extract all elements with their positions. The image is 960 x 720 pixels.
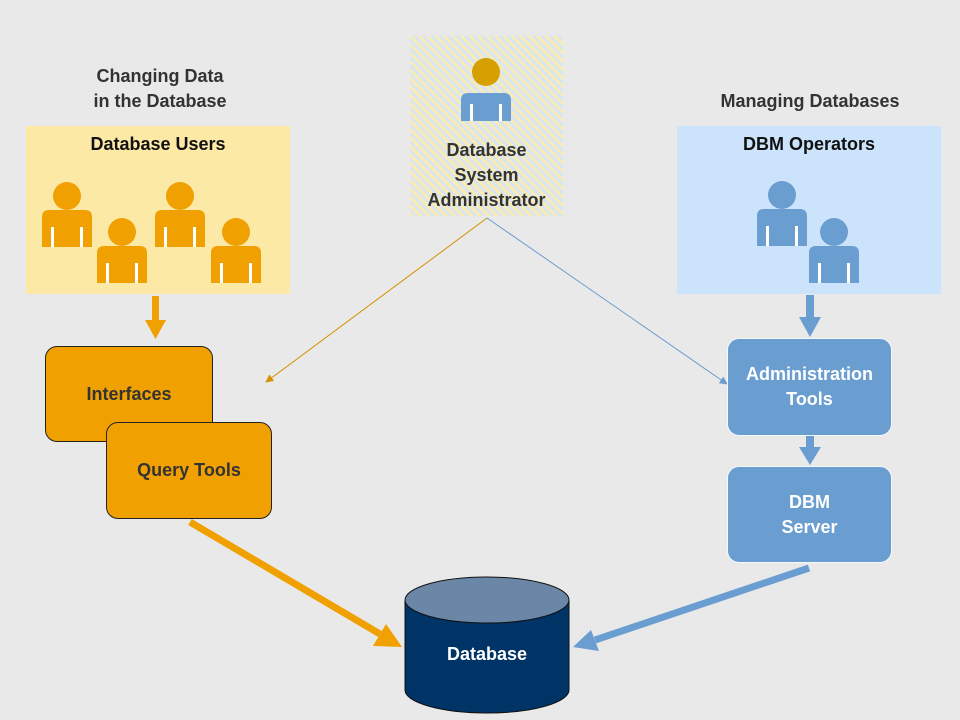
dbm-server-label: DBM Server — [781, 490, 837, 540]
left-section-heading: Changing Data in the Database — [40, 64, 280, 114]
person-icon — [809, 218, 859, 283]
query-tools-box: Query Tools — [106, 422, 272, 519]
system-administrator-title: Database System Administrator — [410, 138, 563, 213]
person-icon — [97, 218, 147, 283]
dbm-server-box: DBM Server — [727, 466, 892, 563]
admin-tools-to-dbm-server-arrow — [799, 436, 821, 465]
admin-title-line2: System — [454, 165, 519, 185]
admin-to-interfaces-arrow — [265, 217, 488, 383]
dbm-server-line2: Server — [781, 516, 838, 537]
dbm-server-line1: DBM — [789, 491, 830, 512]
database-label: Database — [446, 644, 528, 664]
person-icon — [42, 182, 92, 247]
administration-tools-line1: Administration — [745, 364, 873, 384]
administrator-person-icon — [461, 58, 511, 121]
dbm-operators-group — [757, 181, 859, 283]
operators-to-admin-tools-arrow — [799, 295, 821, 337]
dbm-operators-title: DBM Operators — [742, 134, 876, 154]
query-tools-to-database-arrow — [188, 518, 402, 647]
administration-tools-line2: Tools — [786, 389, 833, 409]
person-icon — [211, 218, 261, 283]
database-users-title: Database Users — [90, 134, 226, 154]
left-heading-line1: Changing Data — [96, 66, 224, 86]
admin-to-admin-tools-arrow — [486, 217, 728, 385]
admin-title-line1: Database — [446, 140, 527, 160]
dbm-server-to-database-arrow — [573, 564, 811, 651]
query-tools-label: Query Tools — [137, 460, 241, 480]
administration-tools-label: Administration Tools — [746, 362, 873, 412]
administration-tools-box: Administration Tools — [727, 338, 892, 436]
right-section-heading: Managing Databases — [720, 91, 900, 111]
left-heading-line2: in the Database — [93, 91, 227, 111]
database-users-group — [42, 182, 261, 283]
database-cylinder — [404, 576, 570, 714]
interfaces-label: Interfaces — [86, 383, 172, 404]
person-icon — [757, 181, 807, 246]
admin-title-line3: Administrator — [427, 190, 546, 210]
person-icon — [155, 182, 205, 247]
users-to-interfaces-arrow — [145, 296, 166, 339]
